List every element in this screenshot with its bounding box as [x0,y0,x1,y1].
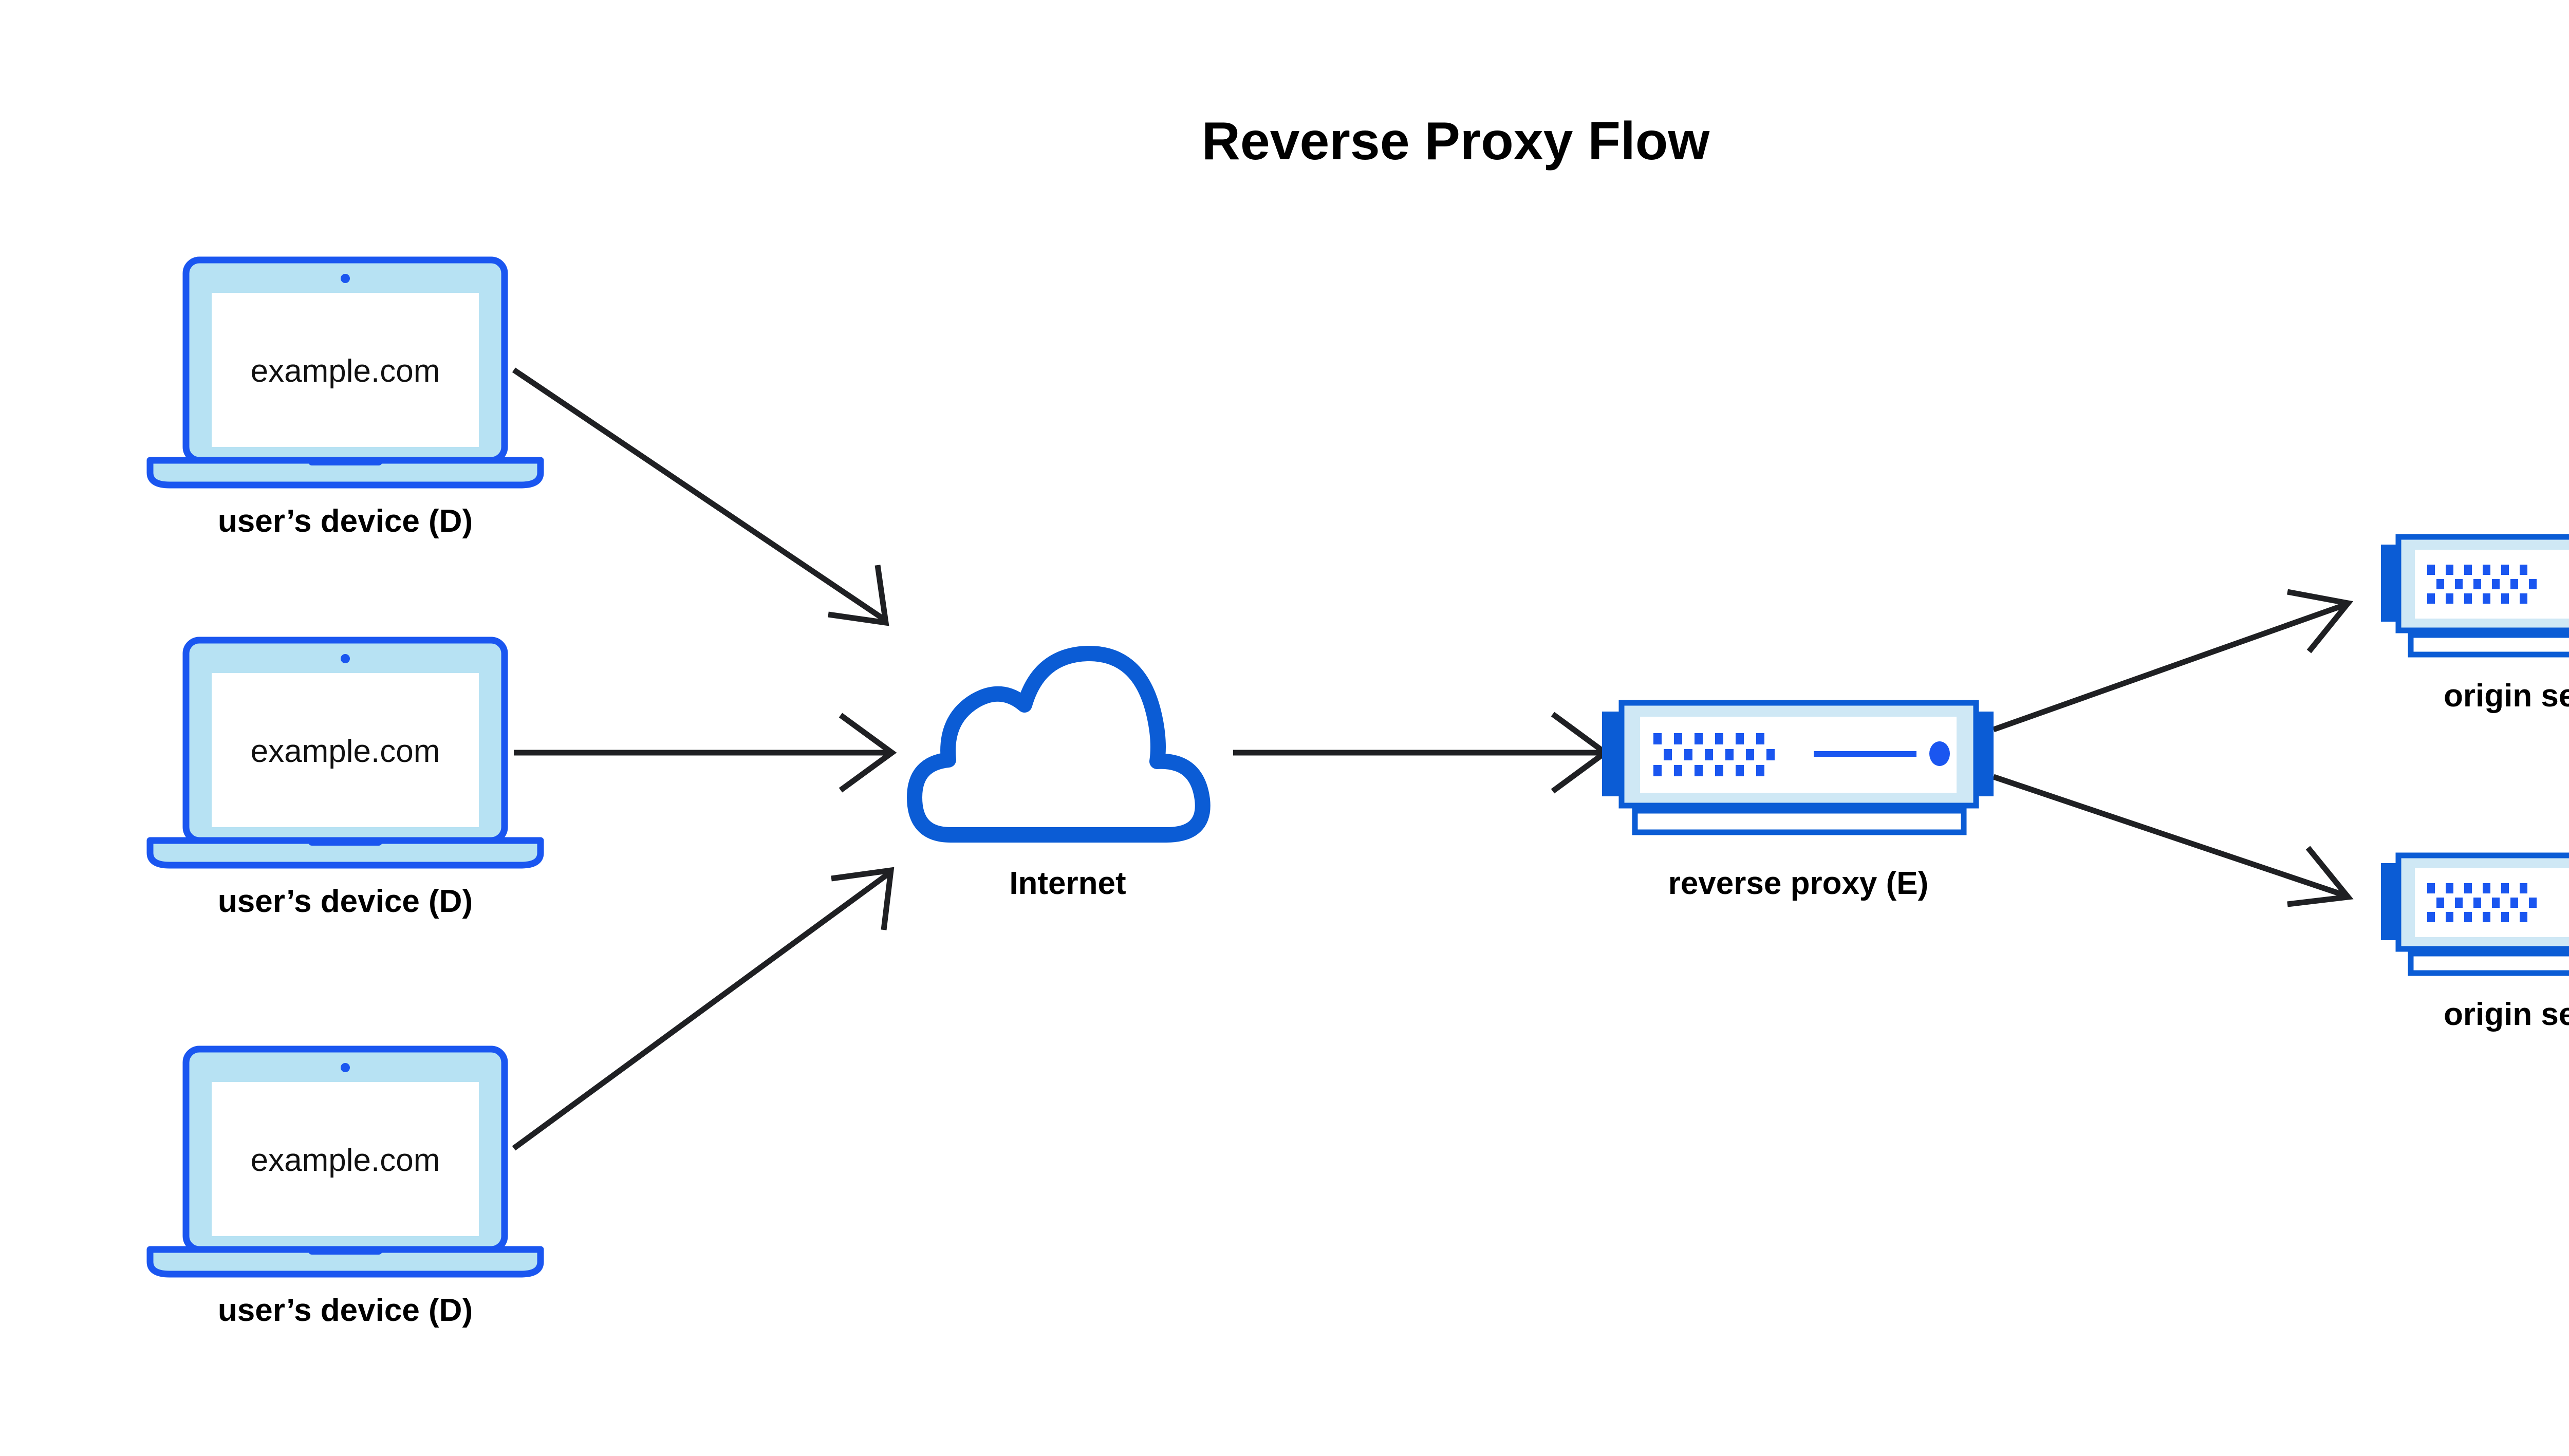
origin-server-top-label: origin server (F) [2444,678,2569,714]
origin-server-bottom[interactable]: origin server (F) [2381,852,2569,1032]
laptop-icon [146,637,544,869]
internet[interactable]: Internet [907,645,1211,901]
laptop-screen-text: example.com [251,1143,440,1178]
camera-dot-icon [341,1063,350,1072]
vent-grid [2427,883,2537,922]
camera-dot-icon [341,654,350,663]
reverse-proxy[interactable]: reverse proxy (E) [1602,700,1994,901]
laptop-screen [212,293,479,447]
server-icon [2381,852,2569,976]
internet-label: Internet [1009,866,1126,901]
server-icon [2381,534,2569,658]
status-line [1814,751,1916,757]
laptop-screen-text: example.com [251,734,440,769]
laptop-screen-text: example.com [251,353,440,389]
device-top[interactable]: example.com user’s device (D) [146,256,544,539]
edge-device-bottom-to-internet [512,867,895,1151]
trackpad-notch [308,457,382,465]
server-icon [1602,700,1994,835]
edge-internet-to-reverse-proxy [1233,712,1610,794]
cloud-icon [907,645,1211,843]
trackpad-notch [308,1246,382,1255]
laptop-icon [146,256,544,489]
camera-dot-icon [341,274,350,283]
device-middle[interactable]: example.com user’s device (D) [146,637,544,919]
device-top-label: user’s device (D) [218,503,473,539]
laptop-screen [212,673,479,827]
device-bottom-label: user’s device (D) [218,1293,473,1328]
status-led-icon [1929,741,1950,766]
device-bottom[interactable]: example.com user’s device (D) [146,1046,544,1328]
origin-server-bottom-label: origin server (F) [2444,997,2569,1032]
laptop-icon [146,1046,544,1278]
reverse-proxy-label: reverse proxy (E) [1668,866,1929,901]
laptop-screen [212,1082,479,1236]
edge-device-top-to-internet [512,367,889,626]
origin-server-top[interactable]: origin server (F) [2381,534,2569,714]
edge-device-middle-to-internet [514,713,897,793]
edge-reverse-proxy-to-origin-bottom [1993,774,2354,907]
trackpad-notch [308,837,382,846]
edge-reverse-proxy-to-origin-top [1993,589,2354,733]
device-middle-label: user’s device (D) [218,884,473,919]
vent-grid [1653,733,1775,776]
page-title: Reverse Proxy Flow [1202,111,1710,171]
vent-grid [2427,565,2537,604]
